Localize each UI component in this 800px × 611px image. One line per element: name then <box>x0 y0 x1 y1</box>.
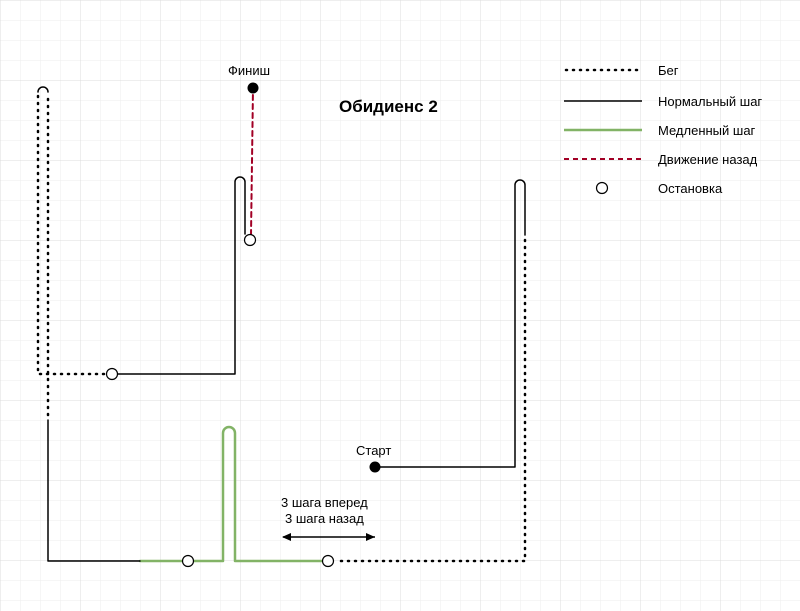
segment-run-left-down <box>36 94 108 376</box>
note-forward: 3 шага вперед <box>281 495 368 510</box>
segment-start-normal <box>374 179 526 468</box>
route <box>36 86 527 563</box>
segment-run-right-column <box>333 238 527 563</box>
segment-slow-step <box>138 425 324 563</box>
note-back: 3 шага назад <box>285 511 364 526</box>
stops <box>105 233 335 568</box>
start-point <box>369 461 381 473</box>
segment-left-hairpin <box>37 86 49 93</box>
stop-marker <box>243 233 257 247</box>
stop-marker <box>105 367 119 381</box>
legend: Бег Нормальный шаг Медленный шаг Движени… <box>564 63 762 196</box>
stop-marker <box>321 554 335 568</box>
legend-stop-swatch <box>595 181 609 195</box>
legend-run-label: Бег <box>658 63 679 78</box>
legend-slow-label: Медленный шаг <box>658 123 756 138</box>
segment-normal-bottom-left <box>47 419 141 562</box>
diagram-title: Обидиенс 2 <box>339 97 438 116</box>
stop-marker <box>181 554 195 568</box>
legend-normal-label: Нормальный шаг <box>658 94 762 109</box>
segment-normal-middle <box>117 176 246 375</box>
finish-label: Финиш <box>228 63 270 78</box>
finish-point <box>247 82 259 94</box>
legend-back-label: Движение назад <box>658 152 758 167</box>
segment-back-to-finish <box>250 87 254 236</box>
legend-stop-label: Остановка <box>658 181 723 196</box>
start-label: Старт <box>356 443 391 458</box>
